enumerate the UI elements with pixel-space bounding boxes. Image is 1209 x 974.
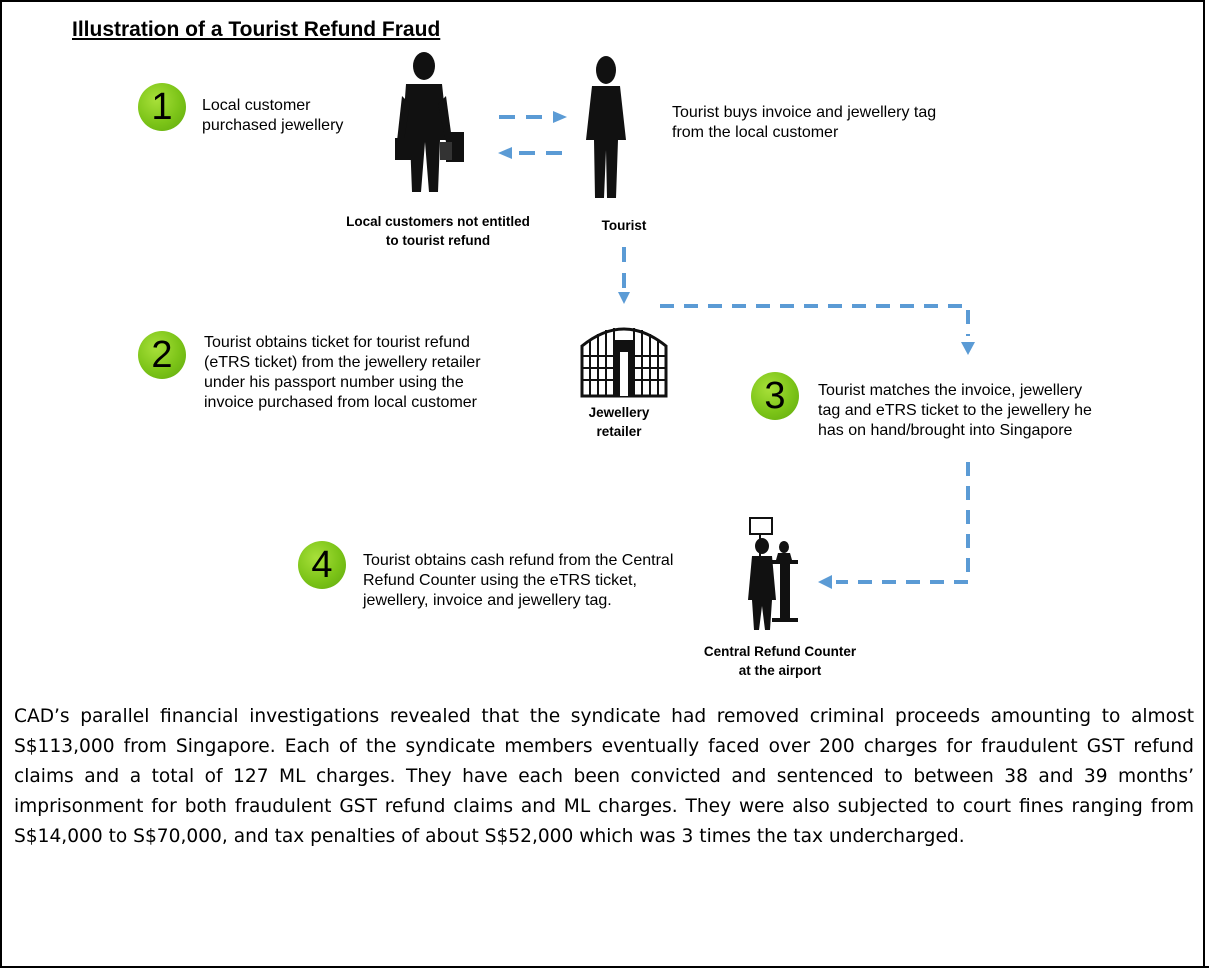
step-2-text: Tourist obtains ticket for tourist refun… [204, 334, 481, 411]
arrow-head-step3 [961, 342, 975, 355]
diagram-title: Illustration of a Tourist Refund Fraud [72, 18, 441, 41]
arrow-tourist-to-retailer [618, 247, 630, 304]
summary-paragraph: CAD’s parallel financial investigations … [14, 706, 1194, 847]
step-1-text: Local customer purchased jewellery [202, 97, 344, 134]
tourist-action-text: Tourist buys invoice and jewellery tag f… [672, 104, 937, 141]
page-frame-bottom [0, 966, 1209, 968]
diagram-graphics [395, 52, 975, 630]
arrow-head-counter [818, 575, 832, 589]
step-4-badge: 4 [298, 541, 346, 589]
local-customer-icon [395, 52, 464, 192]
local-customers-caption: Local customers not entitled to tourist … [346, 214, 530, 248]
jewellery-retailer-caption: Jewellery retailer [588, 405, 650, 439]
step-1-badge: 1 [138, 83, 186, 131]
refund-counter-icon [748, 517, 798, 630]
jewellery-retailer-icon [580, 327, 668, 398]
step-2-badge: 2 [138, 331, 186, 379]
step-4-text: Tourist obtains cash refund from the Cen… [363, 552, 674, 609]
tourist-caption: Tourist [601, 218, 647, 233]
refund-counter-caption: Central Refund Counter at the airport [703, 644, 857, 678]
arrow-step3-to-counter [836, 462, 970, 584]
tourist-icon [586, 56, 626, 198]
exchange-arrows [498, 111, 567, 159]
step-3-badge: 3 [751, 372, 799, 420]
arrow-retailer-to-step3 [660, 304, 970, 336]
step-3-text: Tourist matches the invoice, jewellery t… [818, 382, 1092, 439]
